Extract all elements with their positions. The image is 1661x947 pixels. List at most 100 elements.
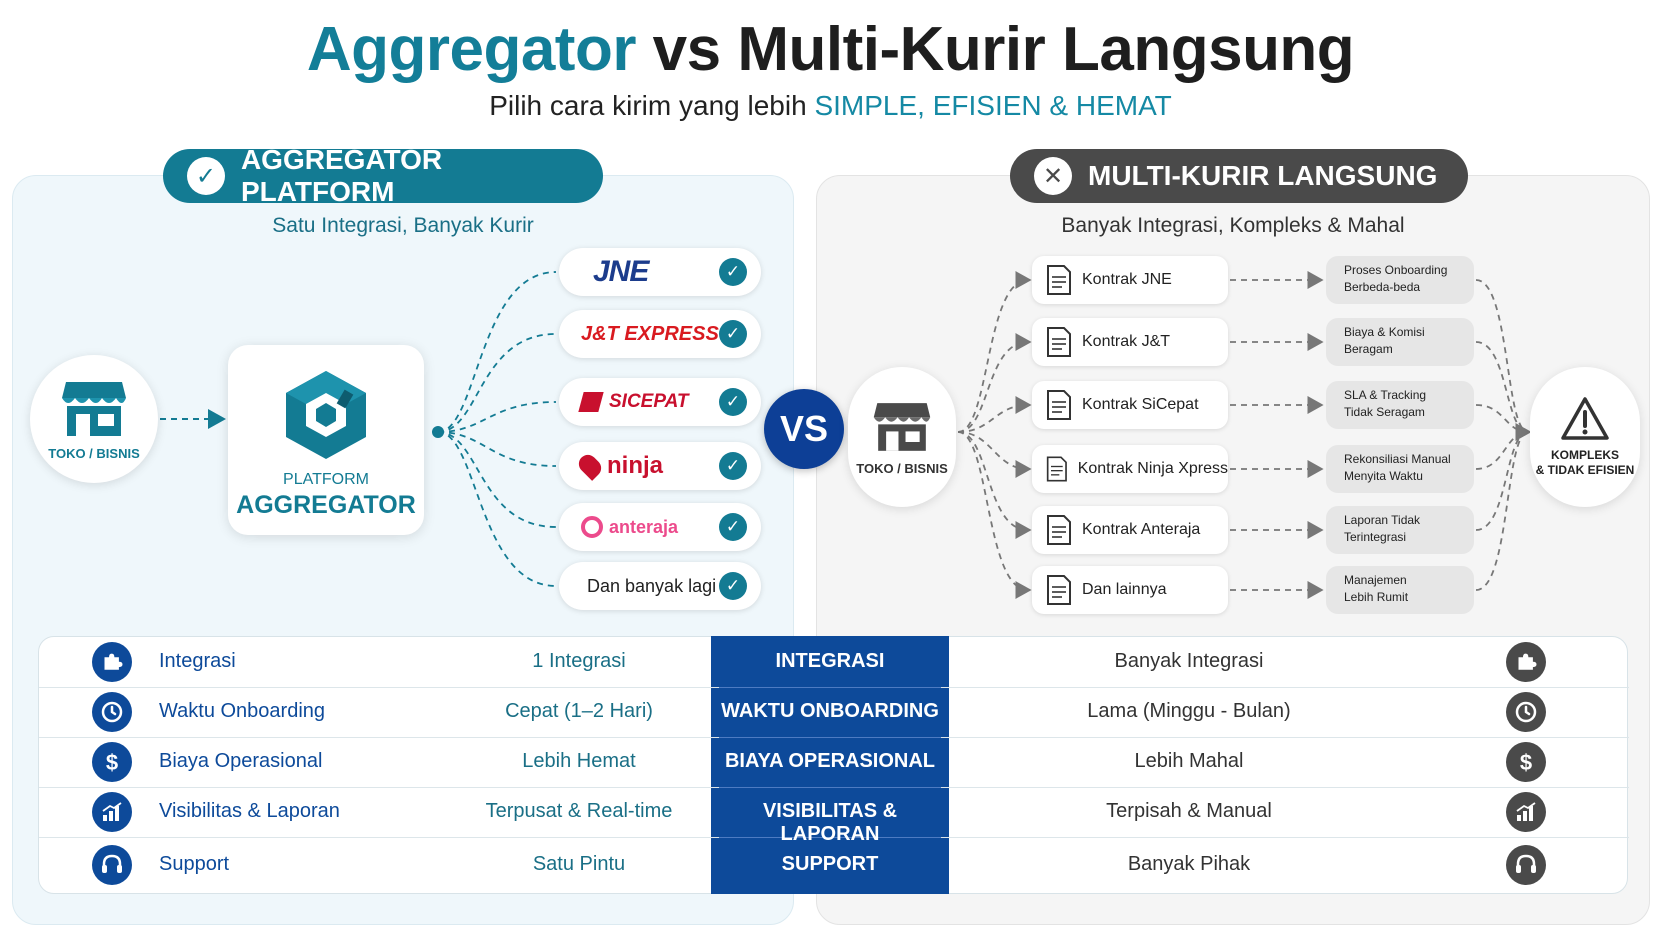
issue-line: Beragam [1344,342,1393,356]
contract-label: Kontrak Anteraja [1082,521,1201,538]
courier-card-sicepat: SICEPAT ✓ [559,378,761,426]
platform-label-big: AGGREGATOR [236,491,416,519]
ninja-logo: ninja [607,452,664,479]
aggregator-value: 1 Integrasi [532,650,626,672]
warning-node: KOMPLEKS& TIDAK EFISIEN [1530,367,1640,507]
clock-icon [1506,692,1546,732]
center-divider [719,687,941,688]
multi-courier-value: Lebih Mahal [1134,750,1244,772]
aggregator-value: Lebih Hemat [522,750,636,772]
aggregator-pill-label: AGGREGATOR PLATFORM [240,144,443,207]
criterion-label: BIAYA OPERASIONAL [724,750,936,772]
contract-label: Kontrak SiCepat [1082,396,1199,413]
store-icon [62,381,126,436]
contract-card-jne: Kontrak JNE [1032,256,1228,304]
comparison-label: Support [159,853,230,875]
check-icon: ✓ [719,452,747,480]
x-icon: ✕ [1034,157,1072,195]
aggregator-value: Satu Pintu [532,853,626,875]
aggregator-value: Cepat (1–2 Hari) [505,700,653,722]
comparison-label: Waktu Onboarding [159,700,326,722]
svg-text:$: $ [1520,750,1532,774]
center-divider [719,737,941,738]
multi-courier-caption: Banyak Integrasi, Kompleks & Mahal [1061,214,1405,237]
center-divider [719,837,941,838]
contract-label: Kontrak Ninja Xpress [1077,460,1228,477]
aggregator-caption: Satu Integrasi, Banyak Kurir [272,214,534,237]
courier-card-jnt: J&T EXPRESS ✓ [559,310,761,358]
comparison-table: Integrasi 1 Integrasi INTEGRASI Banyak I… [38,636,1629,894]
store-icon [873,402,931,451]
more-couriers-label: Dan banyak lagi [587,575,717,596]
issue-line: Laporan Tidak [1344,513,1421,527]
comparison-label: Visibilitas & Laporan [159,800,340,822]
store-node-left: TOKO / BISNIS [30,355,158,483]
courier-card-anteraja: anteraja ✓ [559,503,761,551]
criterion-label: SUPPORT [781,853,879,875]
aggregator-pill: ✓ AGGREGATOR PLATFORM [163,144,603,207]
warning-line-1: KOMPLEKS [1550,448,1619,462]
multi-courier-value: Banyak Integrasi [1114,650,1264,672]
warning-icon [1561,397,1609,440]
contract-card-ninja: Kontrak Ninja Xpress [1032,445,1228,493]
svg-text:$: $ [106,750,118,774]
dollar-icon: $ [1506,742,1546,782]
issue-line: Berbeda-beda [1344,280,1421,294]
subtitle-accent: SIMPLE, EFISIEN & HEMAT [814,90,1172,121]
jne-logo: JNE [593,255,649,288]
multi-courier-value: Banyak Pihak [1127,853,1251,875]
puzzle-icon [92,642,132,682]
document-icon [1047,265,1071,295]
title-accent: Aggregator [306,15,637,84]
criterion-label: INTEGRASI [775,650,885,672]
issue-line: Biaya & Komisi [1344,325,1425,339]
page-subtitle: Pilih cara kirim yang lebih SIMPLE, EFIS… [0,90,1661,122]
chart-icon [92,792,132,832]
warning-line-2: & TIDAK EFISIEN [1535,463,1635,477]
page-title: Aggregator vs Multi-Kurir Langsung [0,14,1661,85]
issue-line: SLA & Tracking [1344,388,1427,402]
contract-card-others: Dan lainnya [1032,566,1228,614]
multi-courier-value: Terpisah & Manual [1106,800,1272,822]
headset-icon [92,845,132,885]
vs-badge: VS [764,389,844,469]
criterion-label: WAKTU ONBOARDING [721,700,939,722]
title-rest: vs Multi-Kurir Langsung [635,15,1355,84]
aggregator-logo-icon [286,371,366,459]
document-icon [1047,575,1071,605]
multi-courier-pill-label: MULTI-KURIR LANGSUNG [1088,160,1438,191]
issue-line: Proses Onboarding [1344,263,1448,277]
store-label-left: TOKO / BISNIS [48,445,140,461]
issue-line: Manajemen [1344,573,1407,587]
multi-courier-value: Lama (Minggu - Bulan) [1087,700,1291,722]
check-icon: ✓ [719,513,747,541]
platform-label-small: PLATFORM [283,471,369,488]
jnt-logo: J&T EXPRESS [581,322,719,345]
check-icon: ✓ [719,572,747,600]
anteraja-logo: anteraja [609,516,679,537]
store-label-right: TOKO / BISNIS [856,460,948,476]
clock-icon [92,692,132,732]
issue-line: Terintegrasi [1344,530,1407,544]
anteraja-mark-icon [581,516,603,538]
courier-card-ninja: ninja ✓ [559,442,761,490]
issue-line: Rekonsiliasi Manual [1344,452,1451,466]
subtitle-plain: Pilih cara kirim yang lebih [489,90,815,121]
contract-label: Dan lainnya [1082,581,1167,598]
puzzle-icon [1506,642,1546,682]
aggregator-value: Terpusat & Real-time [485,800,673,822]
center-divider [719,787,941,788]
chart-icon [1506,792,1546,832]
contract-card-sicepat: Kontrak SiCepat [1032,381,1228,429]
check-icon: ✓ [719,388,747,416]
comparison-center-column [711,636,949,894]
document-icon [1047,390,1071,420]
contract-card-jnt: Kontrak J&T [1032,318,1228,366]
platform-aggregator-card: PLATFORM AGGREGATOR [228,345,424,535]
multi-courier-pill: ✕ MULTI-KURIR LANGSUNG [1010,149,1468,203]
